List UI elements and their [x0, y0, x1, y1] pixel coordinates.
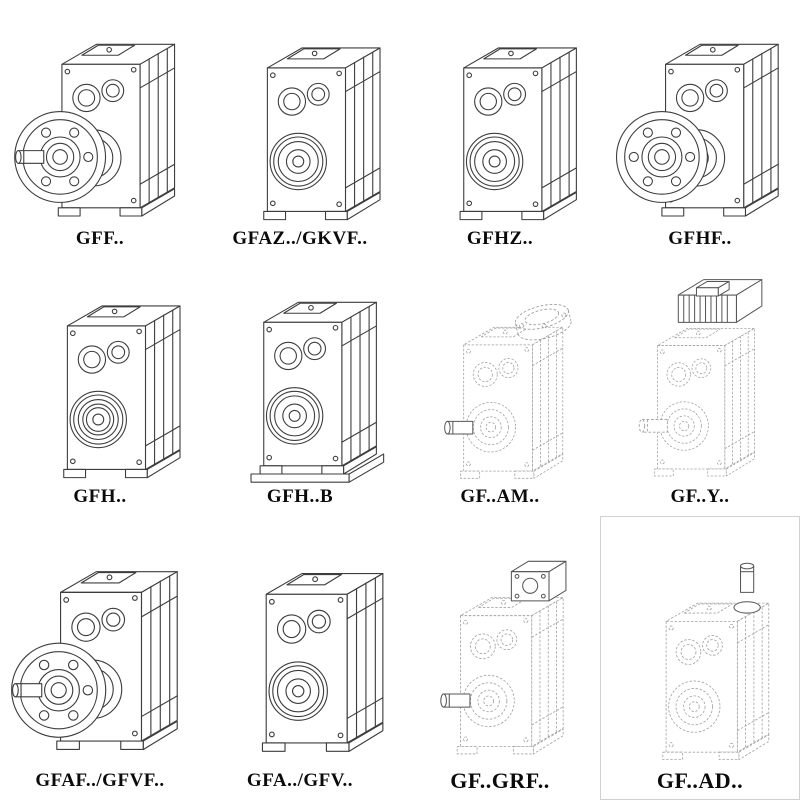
catalog-cell-gff: GFF.. [0, 0, 200, 258]
gearbox-label-gfaz-gkvf: GFAZ../GKVF.. [232, 228, 368, 249]
gearbox-drawing-gfa-gfv [261, 572, 384, 752]
gearbox-label-gfhz: GFHZ.. [466, 228, 534, 249]
gearbox-label-gfhf: GFHF.. [668, 228, 732, 249]
gearbox-label-gfh: GFH.. [73, 486, 127, 507]
catalog-cell-gf-grf: GF..GRF.. [400, 516, 600, 800]
catalog-cell-gfaf-gfvf: GFAF../GFVF.. [0, 516, 200, 800]
catalog-cell-gf-ad: GF..AD.. [600, 516, 800, 800]
gearbox-drawing-gf-ad [662, 562, 770, 761]
gearbox-label-gf-am: GF..AM.. [460, 486, 540, 507]
catalog-cell-gfaz-gkvf: GFAZ../GKVF.. [200, 0, 400, 258]
gearbox-label-gfh-b: GFH..B [266, 486, 334, 507]
gearbox-drawing-gfh-b [250, 301, 385, 483]
gearbox-drawing-gfhf [615, 43, 779, 217]
catalog-cell-gf-am: GF..AM.. [400, 258, 600, 516]
gearbox-drawing-gf-y [638, 279, 763, 477]
gearbox-label-gfa-gfv: GFA../GFV.. [246, 770, 354, 791]
gearbox-drawing-gfhz [459, 47, 577, 221]
catalog-cell-gfh-b: GFH..B [200, 258, 400, 516]
gearbox-drawing-gfaz-gkvf [263, 47, 381, 221]
catalog-cell-gfh: GFH.. [0, 258, 200, 516]
catalog-cell-gfa-gfv: GFA../GFV.. [200, 516, 400, 800]
gearbox-drawing-gfh [63, 305, 181, 479]
catalog-cell-gf-y: GF..Y.. [600, 258, 800, 516]
catalog-cell-gfhf: GFHF.. [600, 0, 800, 258]
gearbox-label-gff: GFF.. [75, 228, 125, 249]
gearbox-drawing-gff [14, 43, 176, 217]
gearbox-drawing-gf-grf [440, 560, 567, 755]
gearbox-label-gf-ad: GF..AD.. [656, 768, 744, 793]
gearbox-label-gfaf-gfvf: GFAF../GFVF.. [35, 770, 165, 791]
gearbox-drawing-gfaf-gfvf [11, 571, 178, 751]
gearbox-drawing-gf-am [444, 299, 575, 479]
gearbox-label-gf-y: GF..Y.. [670, 486, 730, 507]
catalog-cell-gfhz: GFHZ.. [400, 0, 600, 258]
gearbox-label-gf-grf: GF..GRF.. [450, 768, 550, 793]
